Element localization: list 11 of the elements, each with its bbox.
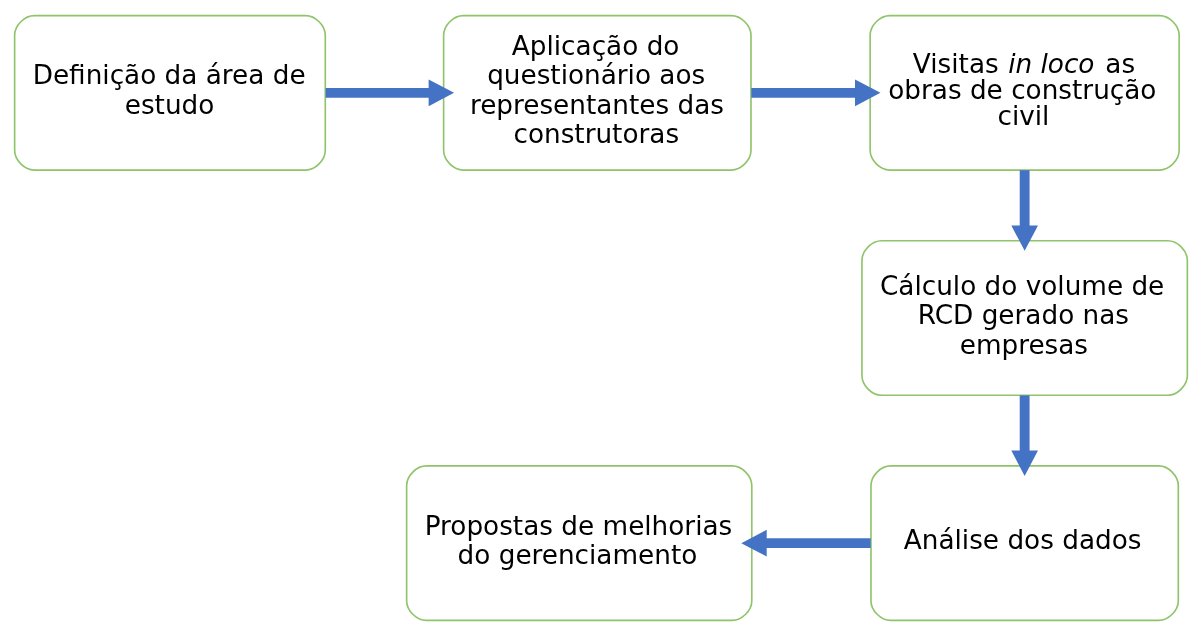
node-box: Visitas in loco as obras de construção civil	[869, 14, 1180, 171]
node-box: Cálculo do volume de RCD gerado nas empresas	[861, 239, 1189, 397]
arrow	[741, 529, 871, 557]
arrow	[1011, 170, 1038, 251]
node-box: Análise dos dados	[870, 465, 1180, 622]
node-box: Aplicação do questionário aos representantes das construtoras	[442, 14, 752, 171]
node-box: Definição da área de estudo	[13, 14, 327, 171]
node-box: Propostas de melhorias do gerenciamento	[405, 465, 753, 622]
arrow	[751, 79, 881, 107]
arrow	[1011, 395, 1038, 476]
arrow	[325, 79, 455, 107]
